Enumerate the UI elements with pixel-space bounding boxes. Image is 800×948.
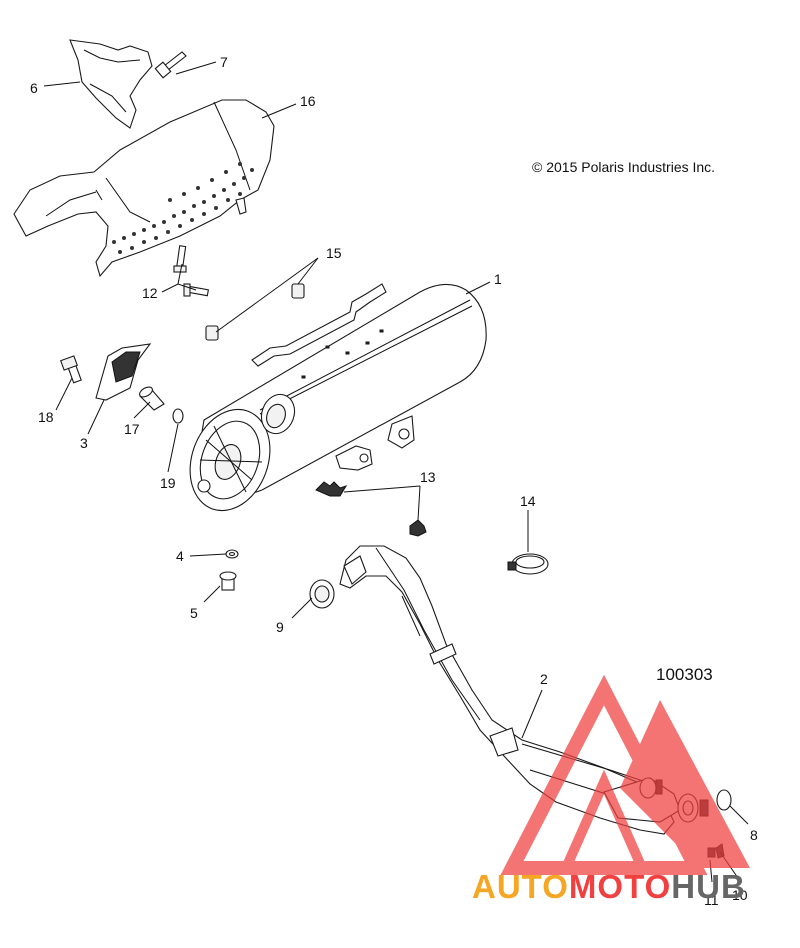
callout-2: 2 [540,671,548,687]
part-18-bolt [60,355,82,384]
part-17-spacer [139,386,165,411]
heat-shield-perforations [112,162,254,254]
callout-13: 13 [420,469,436,485]
callout-6: 6 [30,80,38,96]
watermark-triangle-right [620,700,750,868]
callout-15: 15 [326,245,342,261]
part-14-clamp [507,553,549,575]
callout-9: 9 [276,619,284,635]
part-1-muffler [189,283,487,512]
watermark: AUTOMOTOHUB [472,674,750,905]
copyright-text: © 2015 Polaris Industries Inc. [532,159,715,175]
callout-12: 12 [142,285,158,301]
callout-17: 17 [124,421,140,437]
callout-16: 16 [300,93,316,109]
part-3-bracket [95,343,152,401]
part-6-shield-bracket [69,39,153,129]
leader-lines [43,61,749,883]
part-4-washer [225,549,239,559]
part-5-bushing [219,571,237,591]
callout-5: 5 [190,605,198,621]
callout-10: 10 [732,887,748,903]
callout-numbers: 1 2 3 4 5 6 7 8 9 10 11 12 13 14 15 16 1… [30,54,758,908]
watermark-triangle-inner [561,769,647,871]
callout-1: 1 [494,271,502,287]
reference-number: 100303 [656,665,713,684]
callout-11: 11 [704,892,719,908]
watermark-auto: AUTO [472,868,569,905]
callout-14: 14 [520,493,536,509]
watermark-moto: MOTO [569,868,671,905]
part-9-gasket [309,579,335,609]
callout-4: 4 [176,548,184,564]
part-15-clips [205,283,305,341]
callout-18: 18 [38,409,54,425]
part-7-screw [154,51,187,79]
part-8-oring [716,789,732,811]
watermark-triangle-logo [500,674,750,875]
callout-19: 19 [160,475,176,491]
callout-7: 7 [220,54,228,70]
callout-8: 8 [750,827,758,843]
muffler-vents [301,329,384,379]
part-19-oring [172,408,184,424]
part-16-heat-shield [13,99,275,278]
svg-text:AUTOMOTOHUB: AUTOMOTOHUB [472,868,746,905]
callout-3: 3 [80,435,88,451]
watermark-hub: HUB [671,868,746,905]
